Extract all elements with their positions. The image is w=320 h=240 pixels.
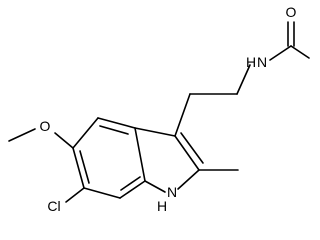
- bond-c7-c7a-inner: [120, 176, 141, 191]
- bond-ch2-c3: [174, 93, 191, 137]
- bond-n-ch2: [236, 64, 251, 95]
- bond-c5-c6: [72, 147, 85, 189]
- atom-label-amide-hydrogen: H: [246, 54, 256, 70]
- atom-label-carbonyl-oxygen: O: [286, 4, 297, 20]
- atom-label-indole-hydrogen: H: [157, 198, 167, 214]
- bond-c4-c5: [72, 117, 99, 149]
- atom-label-chlorine: Cl: [47, 198, 60, 214]
- bond-c5-c6-inner: [79, 150, 90, 184]
- bond-c2-n1: [177, 169, 200, 190]
- bond-c6-c7: [83, 187, 121, 199]
- bond-c3a-c4: [97, 117, 136, 129]
- bond-c7-c7a: [119, 180, 146, 199]
- bond-c3a-c7a: [134, 127, 146, 182]
- bond-n1-c7a: [144, 180, 166, 193]
- bond-c3a-c4-inner: [99, 125, 129, 135]
- structure-canvas: O N H O Cl N H: [8, 4, 310, 214]
- bond-c6-cl: [65, 187, 85, 203]
- bond-c5-o: [54, 132, 74, 149]
- molecule-structure: O N H O Cl N H: [8, 4, 310, 214]
- atom-label-indole-nitrogen: N: [167, 184, 177, 200]
- atom-label-methoxy-oxygen: O: [40, 118, 51, 134]
- bond-c3-c2-double-b: [180, 132, 204, 164]
- bond-o-methyl: [8, 128, 36, 142]
- bond-c3-c3a: [134, 127, 176, 137]
- bond-carbonyl-methyl: [290, 45, 310, 59]
- bond-c3-c2-double-a: [174, 135, 200, 171]
- atom-label-amide-nitrogen: N: [257, 54, 267, 70]
- bond-carbonyl-n: [269, 45, 292, 61]
